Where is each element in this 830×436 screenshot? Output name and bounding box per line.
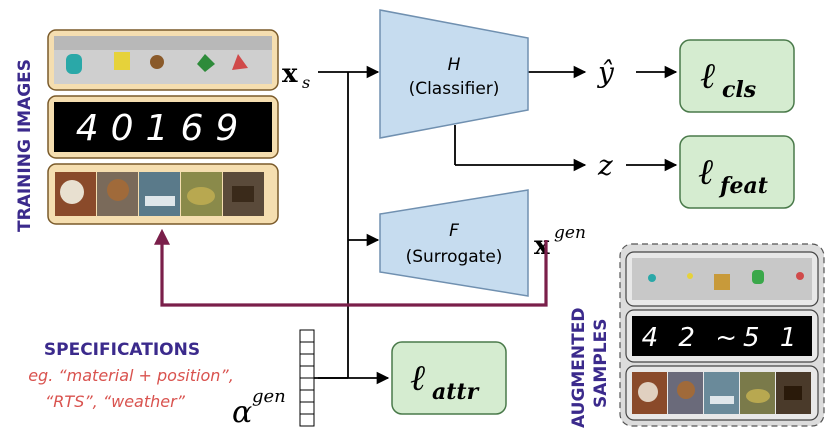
augmented-samples-panel: 4 2 ~5 1	[619, 243, 825, 427]
y-hat-symbol: ŷ	[596, 56, 615, 89]
loss-feat-sub: feat	[718, 173, 768, 199]
specifications-example-2: “RTS”, “weather”	[45, 392, 186, 411]
classifier-block: H (Classifier)	[379, 9, 529, 139]
loss-cls-base: ℓ	[700, 56, 715, 97]
red-cone	[232, 54, 248, 70]
loss-attr-box: ℓ attr	[391, 341, 507, 415]
feedback-arrow	[154, 228, 548, 307]
samples-label: SAMPLES	[591, 319, 611, 408]
x-gen-symbol: x gen	[534, 223, 586, 261]
yellow-cube	[114, 52, 130, 70]
alpha-gen-symbol: α gen	[232, 386, 286, 430]
surrogate-role: (Surrogate)	[406, 247, 503, 267]
loss-feat-box: ℓ feat	[679, 135, 795, 209]
surrogate-block: F (Surrogate)	[379, 189, 529, 297]
cyan-cylinder	[66, 54, 82, 74]
classifier-name: H	[448, 55, 461, 75]
brown-sphere	[150, 55, 164, 69]
loss-feat-base: ℓ	[698, 152, 713, 193]
z-symbol: z	[597, 149, 613, 182]
loss-attr-base: ℓ	[410, 358, 425, 399]
x-gen-sup: gen	[554, 223, 586, 243]
augmented-digits: 4 2 ~5 1	[642, 323, 803, 353]
green-shape	[197, 54, 215, 72]
training-frame-mnist: 40169	[47, 95, 279, 159]
loss-attr-sub: attr	[432, 379, 480, 405]
training-frame-cifar	[47, 163, 279, 225]
specifications-title: SPECIFICATIONS	[44, 340, 200, 360]
classifier-role: (Classifier)	[409, 79, 500, 99]
training-digits: 40169	[76, 108, 251, 149]
specifications-example-1: eg. “material + position”,	[28, 366, 234, 385]
loss-cls-sub: cls	[722, 77, 756, 103]
loss-cls-box: ℓ cls	[679, 39, 795, 113]
x-s-symbol: x s	[282, 59, 310, 92]
training-images-label: TRAINING IMAGES	[15, 59, 35, 232]
augmented-label: AUGMENTED	[569, 308, 589, 428]
x-s-sub: s	[302, 73, 310, 92]
alpha-base: α	[232, 395, 252, 430]
training-frame-3d-shapes	[47, 29, 279, 91]
x-s-base: x	[282, 59, 298, 89]
cifar-ship	[139, 172, 180, 216]
alpha-sup: gen	[252, 386, 286, 407]
attribute-vector	[299, 329, 315, 427]
surrogate-name: F	[449, 221, 459, 241]
